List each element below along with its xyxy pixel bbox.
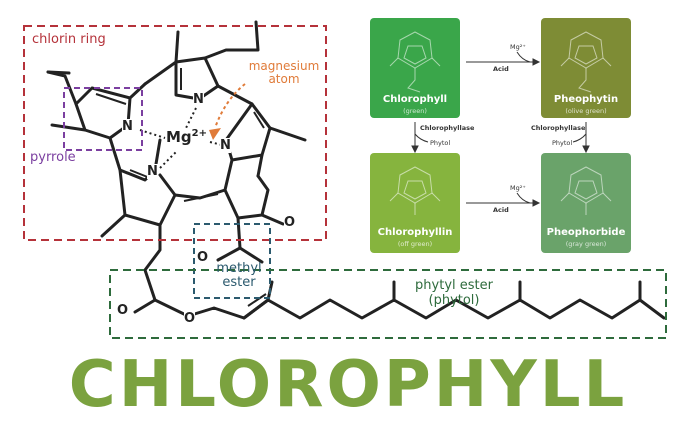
methyl-ester-label: methyl ester — [210, 262, 268, 290]
magnesium-atom-label: magnesium atom — [248, 60, 320, 86]
pheophorbide-card: Pheophorbide (gray green) — [541, 153, 631, 253]
pheophytin-name: Pheophytin — [553, 94, 619, 105]
chlorophyll-card: Chlorophyll (green) — [370, 18, 460, 118]
arrow-left-product: Phytol — [430, 139, 451, 147]
arrow-bottom-reagent: Mg²⁺ — [510, 184, 526, 192]
nitrogen-atom-left: N — [122, 119, 133, 134]
pheophytin-molecule-icon — [560, 31, 612, 93]
oxygen-atom-ester-carbonyl: O — [117, 303, 129, 318]
pyrrole-label: pyrrole — [30, 150, 76, 165]
chlorophyll-molecule-icon — [389, 31, 441, 93]
chlorophyll-color-note: (green) — [403, 107, 427, 115]
arrow-bottom-label: Acid — [493, 206, 509, 214]
oxygen-atom-methyl: O — [197, 250, 209, 265]
pheophytin-card: Pheophytin (olive green) — [541, 18, 631, 118]
nitrogen-atom-bottom: N — [147, 164, 158, 179]
magnesium-atom-symbol: Mg2+ — [166, 128, 207, 146]
arrow-top-reagent: Mg²⁺ — [510, 43, 526, 51]
magnesium-atom-label-line2: atom — [268, 72, 300, 86]
oxygen-atom-ester-link: O — [184, 311, 196, 326]
chlorophyll-name: Chlorophyll — [382, 94, 448, 105]
arrow-right-product: Phytol — [552, 139, 573, 147]
magnesium-atom-label-line1: magnesium — [248, 59, 320, 73]
chlorophyllin-molecule-icon — [389, 166, 441, 215]
nitrogen-atom-right: N — [220, 138, 231, 153]
chlorophyllin-card: Chlorophyllin (off green) — [370, 153, 460, 253]
pheophorbide-molecule-icon — [560, 166, 612, 215]
mg-symbol: Mg — [166, 128, 192, 146]
pheophorbide-name: Pheophorbide — [546, 227, 626, 238]
arrow-left-enzyme: Chlorophyllase — [420, 124, 475, 132]
methyl-ester-label-line2: ester — [222, 275, 256, 290]
arrow-top-label: Acid — [493, 65, 509, 73]
chlorophyllin-name: Chlorophyllin — [377, 227, 453, 238]
nitrogen-atom-top: N — [193, 92, 204, 107]
oxygen-atom-ketone: O — [284, 215, 296, 230]
chlorin-ring-label: chlorin ring — [32, 32, 106, 47]
chlorophyllin-color-note: (off green) — [397, 240, 433, 248]
phytyl-ester-label: phytyl ester (phytol) — [404, 278, 504, 308]
phytyl-ester-label-line2: (phytol) — [428, 293, 480, 308]
arrow-right-enzyme: Chlorophyllase — [531, 124, 586, 132]
page-title: CHLOROPHYLL — [68, 348, 628, 422]
mg-charge: 2+ — [191, 128, 208, 139]
pheophorbide-color-note: (gray green) — [565, 240, 607, 248]
pheophytin-color-note: (olive green) — [565, 107, 607, 115]
methyl-ester-label-line1: methyl — [216, 261, 262, 276]
phytyl-ester-label-line1: phytyl ester — [415, 278, 493, 293]
